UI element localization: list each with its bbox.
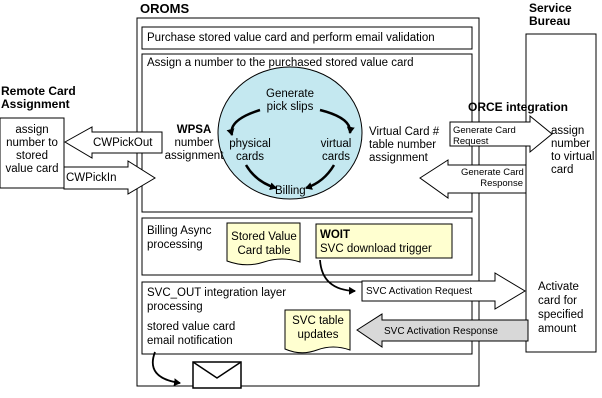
svc-card-table-note bbox=[226, 222, 301, 266]
billing-label: Billing bbox=[275, 185, 306, 197]
cwpickin-label: CWPickIn bbox=[66, 172, 117, 184]
sb-activate-text: Activate card for specified amount bbox=[538, 281, 584, 335]
cycle-arrow-bottom-left bbox=[244, 164, 277, 191]
billing-async-label: Billing Async processing bbox=[147, 225, 212, 251]
service-bureau-column bbox=[525, 33, 597, 353]
physical-cards: physical cards bbox=[229, 138, 271, 163]
email-to-envelope-arrow bbox=[151, 351, 181, 387]
purchase-box bbox=[141, 26, 473, 50]
process-circle bbox=[217, 66, 363, 200]
sb-assign-text: assign number to virtual card bbox=[551, 125, 595, 176]
service-bureau-title: Service Bureau bbox=[529, 1, 572, 28]
email-notification-label: stored value card email notification bbox=[147, 321, 236, 347]
virtual-card-table: Virtual Card # table number assignment bbox=[369, 126, 440, 164]
woit-label: WOIT SVC download trigger bbox=[320, 229, 432, 255]
gen-response-arrow bbox=[419, 159, 527, 199]
oroms-title: OROMS bbox=[140, 1, 190, 16]
svc-request-arrow bbox=[361, 272, 526, 310]
purchase-text: Purchase stored value card and perform e… bbox=[147, 32, 435, 44]
svc-out-label: SVC_OUT integration layer processing bbox=[147, 287, 287, 313]
remote-box-text: assign number to stored value card bbox=[5, 124, 59, 175]
cwpickout-arrow bbox=[63, 126, 163, 159]
gen-request-label: Generate Card Request bbox=[453, 125, 516, 147]
cycle-arrow-bottom-right bbox=[305, 164, 336, 190]
envelope-icon bbox=[192, 361, 242, 389]
gen-request-arrow bbox=[449, 114, 553, 154]
cycle-arrow-left bbox=[226, 108, 261, 136]
cwpickout-label: CWPickOut bbox=[93, 137, 153, 149]
virtual-cards: virtual cards bbox=[320, 138, 352, 163]
svc-response-label: SVC Activation Response bbox=[384, 326, 498, 337]
svc-card-table-label: Stored Value Card table bbox=[231, 231, 297, 257]
orce-title: ORCE integration bbox=[468, 100, 569, 114]
gen-response-label: Generate Card Response bbox=[461, 167, 524, 189]
woit-to-request-arrow bbox=[319, 259, 356, 295]
cycle-arrow-right bbox=[319, 108, 355, 134]
svc-table-updates-note bbox=[284, 309, 351, 354]
remote-box bbox=[0, 117, 65, 189]
svc-table-updates-label: SVC table updates bbox=[292, 315, 344, 341]
assign-text: Assign a number to the purchased stored … bbox=[147, 57, 414, 69]
wpsa-label: WPSA number assignment bbox=[164, 124, 224, 162]
cwpickin-arrow bbox=[63, 160, 156, 195]
woit-box bbox=[315, 223, 453, 259]
svc-response-arrow bbox=[356, 313, 529, 348]
remote-title: Remote Card Assignment bbox=[1, 84, 76, 111]
svc-request-label: SVC Activation Request bbox=[366, 286, 473, 297]
generate-pick-slips: Generate pick slips bbox=[266, 88, 314, 113]
